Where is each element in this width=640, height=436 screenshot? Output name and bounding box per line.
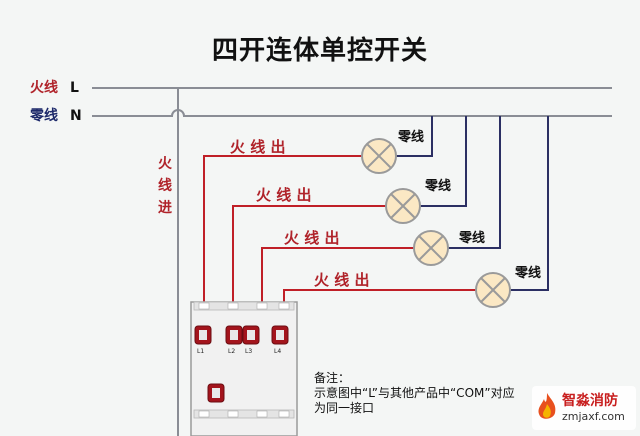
live-out-label-2: 火 线 出 [256, 186, 311, 204]
note-line-1: 示意图中“L”与其他产品中“COM”对应 [314, 386, 515, 400]
neutral-return-1 [396, 116, 433, 157]
watermark-url: zmjaxf.com [562, 410, 625, 423]
live-in-char-3: 进 [158, 200, 172, 216]
neutral-label-4: 零线 [514, 265, 541, 281]
flame-logo-icon [538, 393, 556, 419]
diagram-title: 四开连体单控开关 [211, 36, 428, 66]
live-line-letter: L [70, 80, 79, 96]
live-out-label-3: 火 线 出 [284, 229, 339, 247]
live-out-label-1: 火 线 出 [230, 138, 285, 156]
lamp-4 [475, 272, 511, 308]
neutral-line-label: 零线 [29, 107, 58, 124]
terminal-label-l2: L2 [228, 348, 235, 355]
four-gang-switch: L1 L2 L3 L4 [190, 301, 298, 436]
terminal-label-l3: L3 [245, 348, 252, 355]
watermark-name: 智淼消防 [562, 393, 618, 409]
live-in-char-1: 火 [158, 156, 173, 172]
terminal-label-l1: L1 [197, 348, 204, 355]
neutral-return-4 [510, 116, 549, 291]
live-out-wire-2 [232, 205, 386, 306]
neutral-label-1: 零线 [397, 129, 424, 145]
note-heading: 备注： [314, 371, 351, 385]
neutral-label-2: 零线 [424, 178, 451, 194]
live-out-wire-3 [261, 247, 414, 306]
live-out-wire-1 [203, 155, 362, 306]
note-line-2: 为同一接口 [314, 401, 375, 415]
neutral-return-3 [448, 116, 501, 249]
live-out-wire-4 [283, 289, 476, 306]
watermark: 智淼消防 zmjaxf.com [532, 386, 636, 430]
live-out-label-4: 火 线 出 [314, 271, 369, 289]
live-in-char-2: 线 [158, 177, 172, 194]
live-line-label: 火线 [30, 79, 58, 96]
neutral-return-2 [420, 116, 467, 207]
lamp-2 [385, 188, 421, 224]
lamp-3 [413, 230, 449, 266]
neutral-label-3: 零线 [458, 230, 485, 246]
terminal-label-l4: L4 [274, 348, 281, 355]
note-block: 备注： 示意图中“L”与其他产品中“COM”对应 为同一接口 [314, 371, 515, 416]
neutral-line-letter: N [70, 108, 82, 124]
lamp-1 [361, 138, 397, 174]
neutral-main-line [92, 109, 612, 117]
